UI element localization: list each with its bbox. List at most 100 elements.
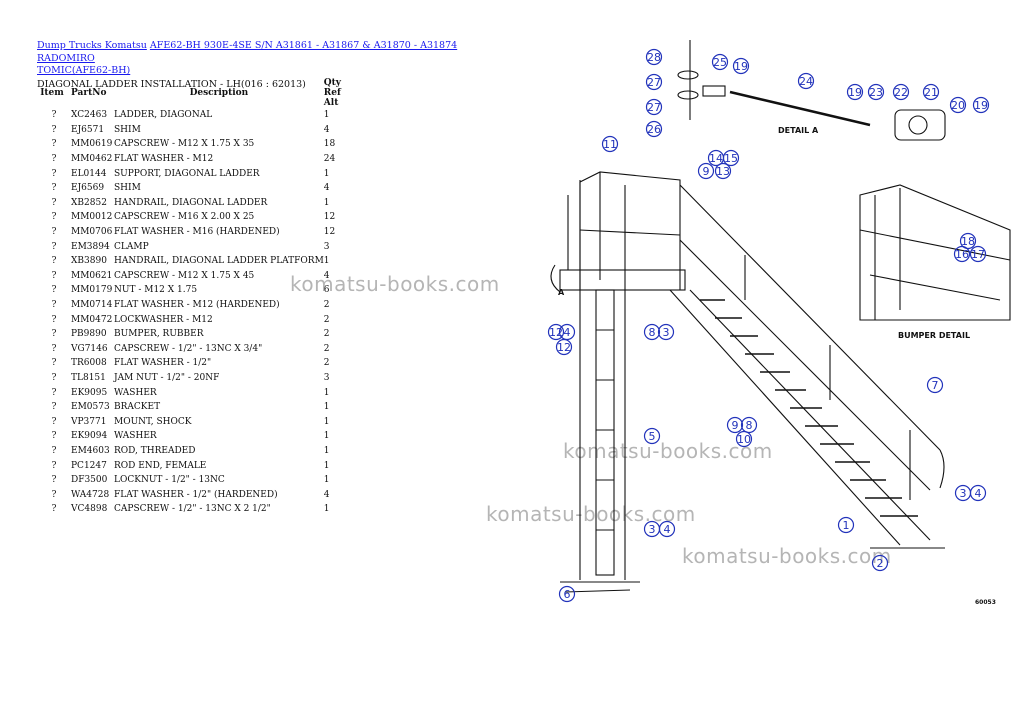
arrow-a-label: A (558, 288, 565, 297)
cell-item: ? (51, 154, 57, 165)
cell-partno: XC2463 (71, 110, 108, 121)
callout-number: 26 (647, 123, 661, 136)
cell-partno: PB9890 (71, 329, 107, 340)
callout-circle (969, 484, 987, 502)
cell-item: ? (51, 329, 57, 340)
col-description: Description (189, 88, 249, 98)
cell-qty: 12 (323, 227, 336, 238)
cell-item: ? (51, 139, 57, 150)
cell-qty: 1 (323, 256, 330, 267)
cell-item: ? (51, 183, 57, 194)
callout-circle (547, 323, 565, 341)
cell-qty: 4 (323, 270, 330, 281)
page-subtitle: DIAGONAL LADDER INSTALLATION - LH(016 : … (37, 78, 306, 90)
cell-description: LOCKWASHER - M12 (114, 314, 213, 325)
cell-qty: 4 (323, 183, 330, 194)
breadcrumb-link-category[interactable]: Dump Trucks Komatsu (37, 40, 147, 51)
ladder-drawing (550, 40, 1011, 593)
cell-partno: MM0472 (71, 314, 113, 325)
cell-item: ? (51, 270, 57, 281)
callout-number: 19 (974, 99, 988, 112)
cell-item: ? (51, 256, 57, 267)
callout-5: 5 (643, 427, 661, 445)
col-ref: Ref (323, 88, 341, 98)
callout-number: 27 (647, 101, 661, 114)
callout-number: 3 (960, 487, 967, 500)
parts-table-header: Item PartNo Description Qty Ref Alt (37, 78, 341, 108)
cell-description: SHIM (114, 183, 141, 194)
cell-qty: 1 (323, 168, 330, 179)
callout-number: 20 (951, 99, 965, 112)
cell-item: ? (51, 475, 57, 486)
cell-item: ? (51, 197, 57, 208)
cell-description: CAPSCREW - M12 X 1.75 X 45 (114, 270, 255, 281)
callout-3: 3 (657, 323, 675, 341)
callout-23: 23 (867, 83, 885, 101)
bumper-detail-label: BUMPER DETAIL (898, 331, 970, 340)
callout-number: 6 (564, 588, 571, 601)
callout-circle (953, 245, 971, 263)
callout-number: 10 (737, 433, 751, 446)
cell-item: ? (51, 460, 57, 471)
cell-qty: 1 (323, 197, 330, 208)
cell-qty: 1 (323, 387, 330, 398)
parts-diagram: DETAIL A BUMPER DETAIL A 60053 282727262… (547, 40, 1011, 606)
cell-partno: VG7146 (71, 343, 108, 354)
cell-description: HANDRAIL, DIAGONAL LADDER PLATFORM (114, 256, 324, 267)
cell-description: LADDER, DIAGONAL (114, 110, 213, 121)
cell-item: ? (51, 402, 57, 413)
cell-item: ? (51, 372, 57, 383)
cell-description: HANDRAIL, DIAGONAL LADDER (114, 197, 268, 208)
cell-partno: EJ6569 (71, 183, 105, 194)
cell-description: WASHER (114, 387, 157, 398)
breadcrumb-link-model[interactable]: AFE62-BH 930E-4SE S/N A31861 - A31867 & … (37, 40, 458, 64)
callout-25: 25 (711, 53, 729, 71)
cell-partno: MM0179 (71, 285, 113, 296)
callout-circle (735, 430, 753, 448)
callout-number: 19 (848, 86, 862, 99)
callout-9: 9 (726, 416, 744, 434)
breadcrumb-link-model-cont[interactable]: TOMIC(AFE62-BH) (37, 65, 131, 76)
cell-item: ? (51, 431, 57, 442)
callout-circle (972, 96, 990, 114)
callout-circle (722, 149, 740, 167)
cell-partno: PC1247 (71, 460, 107, 471)
cell-partno: TL8151 (71, 372, 106, 383)
col-partno: PartNo (71, 88, 107, 98)
cell-item: ? (51, 343, 57, 354)
cell-partno: MM0714 (71, 300, 113, 311)
cell-qty: 3 (323, 372, 330, 383)
cell-qty: 1 (323, 110, 330, 121)
callout-number: 3 (663, 326, 670, 339)
breadcrumb: Dump Trucks Komatsu AFE62-BH 930E-4SE S/… (37, 40, 507, 78)
callout-27: 27 (645, 98, 663, 116)
callout-27: 27 (645, 73, 663, 91)
callout-3: 3 (643, 520, 661, 538)
callout-number: 27 (647, 76, 661, 89)
cell-item: ? (51, 124, 57, 135)
callout-number: 17 (971, 248, 985, 261)
cell-item: ? (51, 241, 57, 252)
drawing-number: 60053 (975, 599, 996, 606)
cell-partno: EJ6571 (71, 124, 105, 135)
callout-circle (867, 83, 885, 101)
callout-circle (645, 48, 663, 66)
callout-circle (726, 416, 744, 434)
cell-qty: 6 (323, 285, 330, 296)
cell-qty: 4 (323, 489, 330, 500)
cell-description: BUMPER, RUBBER (114, 329, 204, 340)
callout-19: 19 (972, 96, 990, 114)
cell-description: SUPPORT, DIAGONAL LADDER (114, 168, 260, 179)
cell-qty: 2 (323, 314, 330, 325)
cell-partno: VC4898 (71, 504, 108, 515)
callout-19: 19 (846, 83, 864, 101)
cell-description: ROD END, FEMALE (114, 460, 207, 471)
callout-number: 14 (709, 152, 723, 165)
